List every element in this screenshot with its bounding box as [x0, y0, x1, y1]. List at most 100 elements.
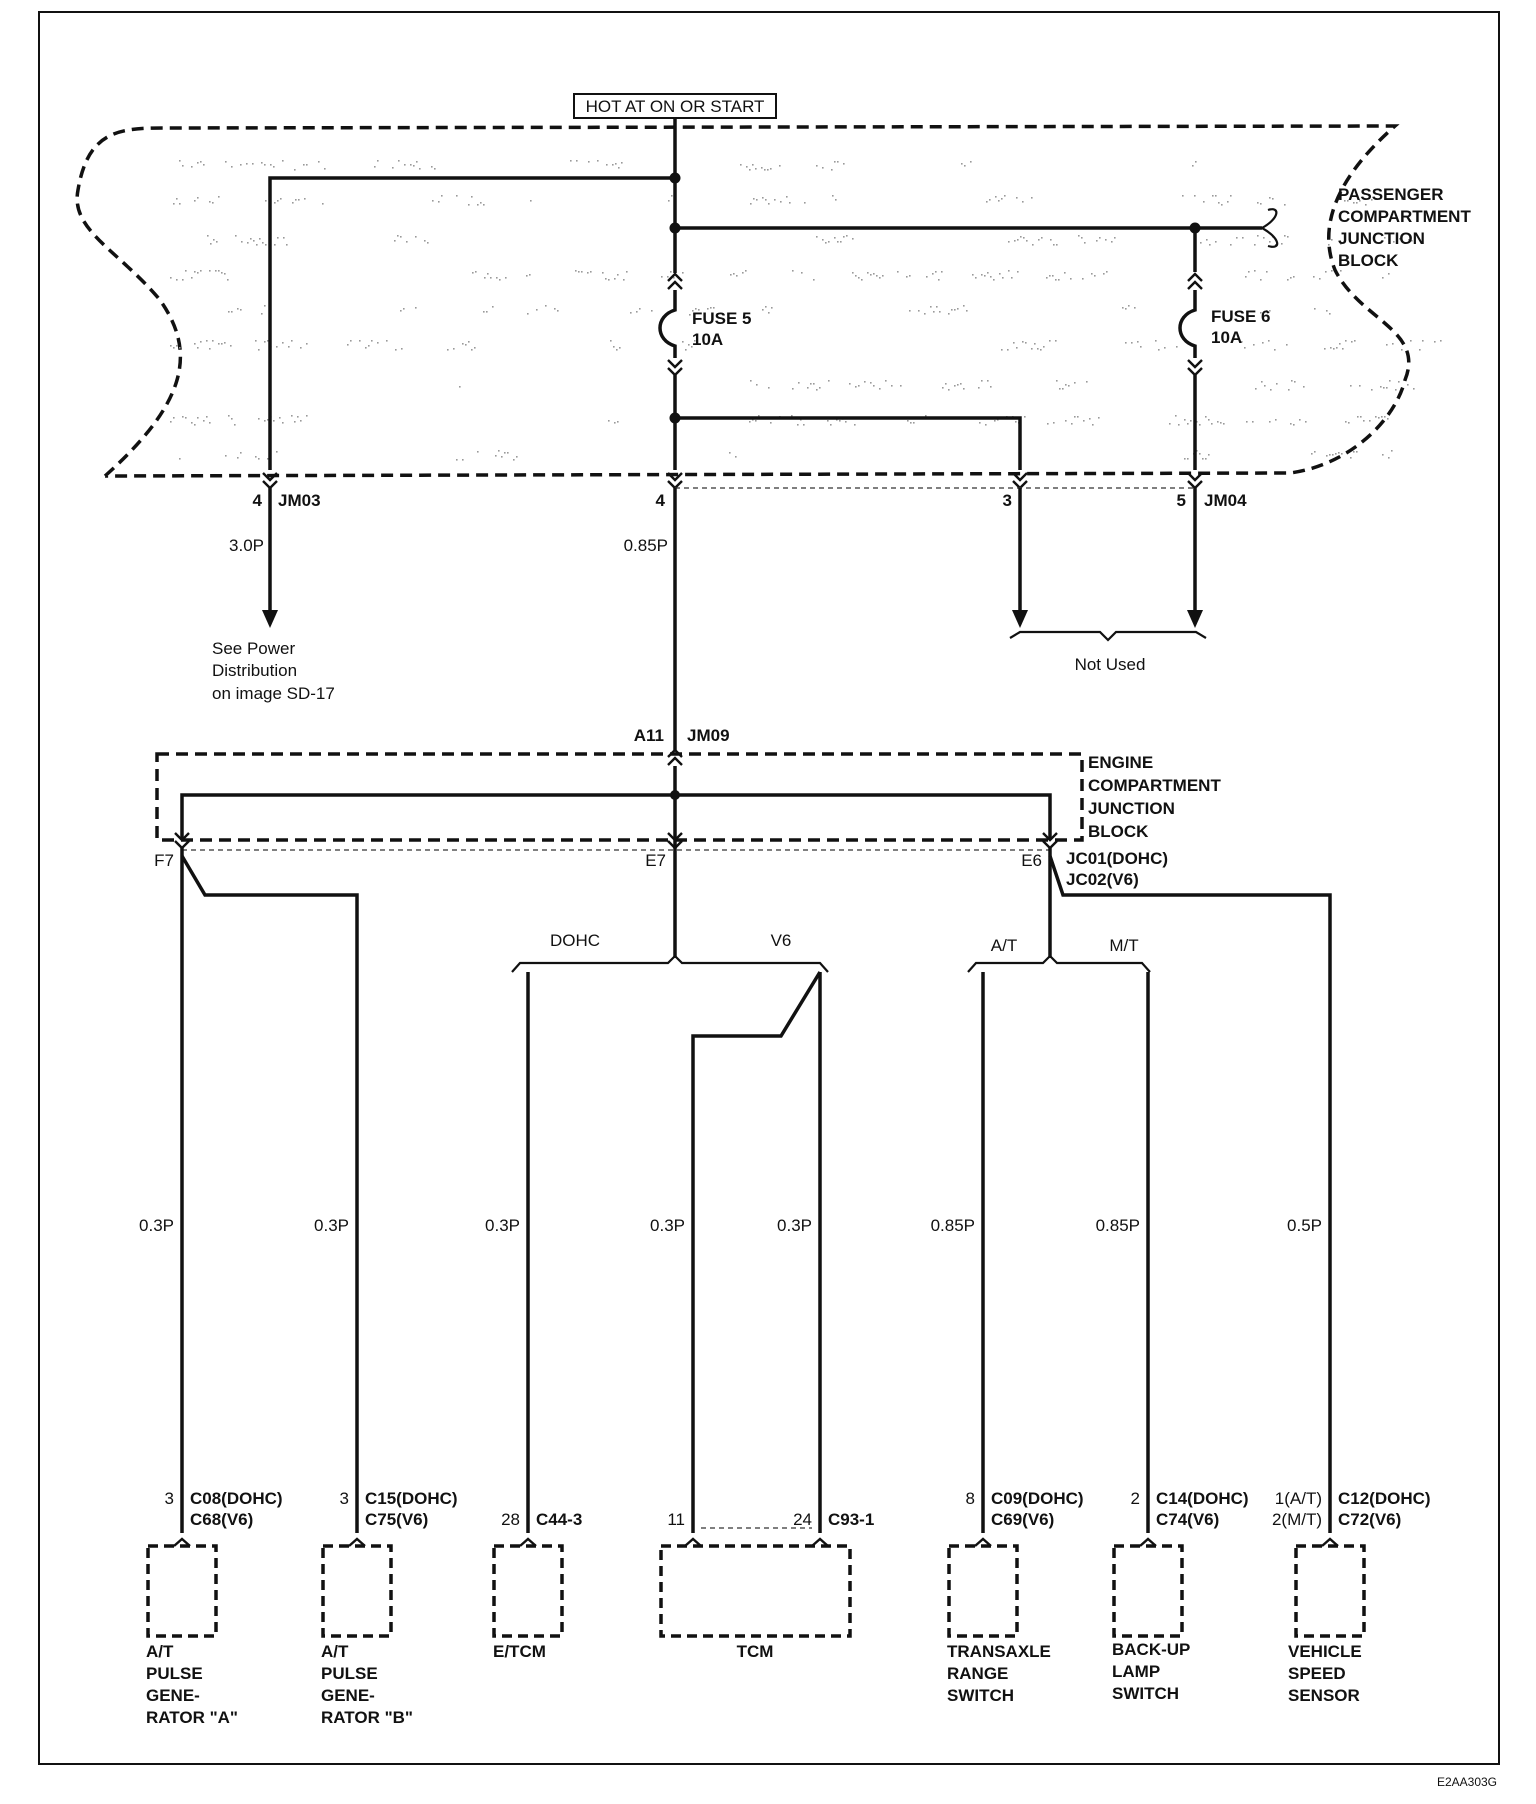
engine-bus-wire: [180, 793, 1052, 840]
print-artifacts: [170, 160, 1442, 461]
e6-connector-label: JC01(DOHC): [1066, 849, 1168, 868]
jm03-pin: 4: [253, 491, 263, 510]
dohc-v6-brace: [511, 954, 829, 973]
tcm-box: [659, 1544, 852, 1638]
arrow-down-icon: [262, 610, 278, 628]
jm03-wire-label: 3.0P: [229, 536, 264, 555]
wire-label: 0.3P: [139, 1216, 174, 1235]
component-pin: 3: [340, 1489, 349, 1508]
unused-connector: [1011, 471, 1029, 490]
pin-f7: F7: [154, 851, 174, 870]
passenger-block-label: BLOCK: [1338, 251, 1399, 270]
component-name: E/TCM: [493, 1642, 546, 1661]
jm04-name: JM04: [1204, 491, 1247, 510]
component-connector-label: C14(DOHC): [1156, 1489, 1249, 1508]
pulse-generator-a-box: [146, 1544, 218, 1638]
component-name: TCM: [737, 1642, 774, 1661]
power-label-box: [573, 93, 777, 119]
component-pin: 11: [667, 1510, 685, 1529]
fuse5-top-connector: [666, 272, 684, 291]
branch-dohc: DOHC: [550, 931, 600, 950]
not-used-note: Not Used: [1075, 655, 1146, 674]
fuse6-label: FUSE 6: [1211, 307, 1271, 326]
component-connector-label: C93-1: [828, 1510, 874, 1529]
not-used-brace: [1009, 630, 1207, 642]
fuse6-top-connector: [1186, 272, 1204, 291]
component-pin: 1(A/T): [1275, 1489, 1322, 1508]
figure-id: E2AA303G: [1437, 1775, 1497, 1789]
component-connector-label: C72(V6): [1338, 1510, 1401, 1529]
arrow-down-icon: [1012, 610, 1028, 628]
component-connector-label: C09(DOHC): [991, 1489, 1084, 1508]
wire-label: 0.3P: [650, 1216, 685, 1235]
main-wire-label: 0.85P: [624, 536, 668, 555]
unused-pin: 3: [1003, 491, 1012, 510]
component-connector-label: C44-3: [536, 1510, 582, 1529]
splice-node: [669, 222, 681, 234]
wire-label: 0.85P: [931, 1216, 975, 1235]
fuse5-bottom-connector: [666, 358, 684, 377]
component-pin: 3: [165, 1489, 174, 1508]
wire-label: 0.85P: [1096, 1216, 1140, 1235]
engine-block-label: BLOCK: [1088, 822, 1149, 841]
component-name: SWITCH: [947, 1686, 1014, 1705]
component-name: RANGE: [947, 1664, 1008, 1683]
see-power-note: See Power: [212, 639, 295, 658]
engine-junction-block-outline: [155, 752, 1084, 842]
jm04-connector: [1186, 471, 1204, 490]
passenger-junction-block-outline: [75, 124, 1411, 478]
jm03-feed-wire: [268, 176, 675, 470]
backup-lamp-switch-box: [1112, 1544, 1184, 1638]
component-connector-label: C08(DOHC): [190, 1489, 283, 1508]
passenger-block-label: PASSENGER: [1338, 185, 1444, 204]
component-pin: 2: [1131, 1489, 1140, 1508]
component-connector-label: C74(V6): [1156, 1510, 1219, 1529]
unused-feed-wire: [675, 416, 1022, 470]
tcm-11-wire: [691, 971, 822, 1533]
engine-block-label: ENGINE: [1088, 753, 1153, 772]
component-name: SENSOR: [1288, 1686, 1360, 1705]
branch-mt: M/T: [1109, 936, 1138, 955]
component-name: A/T: [321, 1642, 349, 1661]
fuse5-rating: 10A: [692, 330, 723, 349]
engine-input-connector: JM09: [687, 726, 730, 745]
pin-e7: E7: [645, 851, 666, 870]
page-frame: [38, 11, 1500, 1765]
engine-input-pin: A11: [634, 726, 664, 745]
speed-sensor-wire: [1048, 855, 1332, 1533]
component-name: RATOR "A": [146, 1708, 238, 1727]
arrow-down-icon: [1187, 610, 1203, 628]
branch-at: A/T: [991, 936, 1017, 955]
fuse6-bottom-connector: [1186, 358, 1204, 377]
splice-node: [669, 172, 681, 184]
component-connector-label: C75(V6): [365, 1510, 428, 1529]
component-connector-label: C12(DOHC): [1338, 1489, 1431, 1508]
component-name: TRANSAXLE: [947, 1642, 1051, 1661]
e6-connector-label: JC02(V6): [1066, 870, 1139, 889]
component-name: SWITCH: [1112, 1684, 1179, 1703]
engine-block-label: COMPARTMENT: [1088, 776, 1221, 795]
main-pin: 4: [656, 491, 666, 510]
passenger-block-label: JUNCTION: [1338, 229, 1425, 248]
component-name: RATOR "B": [321, 1708, 413, 1727]
fuse6-element: [1178, 290, 1197, 358]
passenger-block-label: COMPARTMENT: [1338, 207, 1471, 226]
component-name: A/T: [146, 1642, 174, 1661]
component-pin: 8: [966, 1489, 975, 1508]
component-pin: 28: [501, 1510, 520, 1529]
component-connector-label: C69(V6): [991, 1510, 1054, 1529]
component-name: PULSE: [146, 1664, 203, 1683]
wire-label: 0.3P: [314, 1216, 349, 1235]
bus-continuation-symbol: [1261, 208, 1279, 248]
at-mt-brace: [967, 954, 1151, 973]
fuse5-element: [658, 290, 677, 358]
fuse5-label: FUSE 5: [692, 309, 752, 328]
component-name: VEHICLE: [1288, 1642, 1362, 1661]
component-name: PULSE: [321, 1664, 378, 1683]
wire-label: 0.3P: [777, 1216, 812, 1235]
power-label: HOT AT ON OR START: [586, 97, 765, 116]
jm04-pin: 5: [1177, 491, 1186, 510]
component-name: GENE-: [321, 1686, 375, 1705]
range-switch-box: [947, 1544, 1019, 1638]
